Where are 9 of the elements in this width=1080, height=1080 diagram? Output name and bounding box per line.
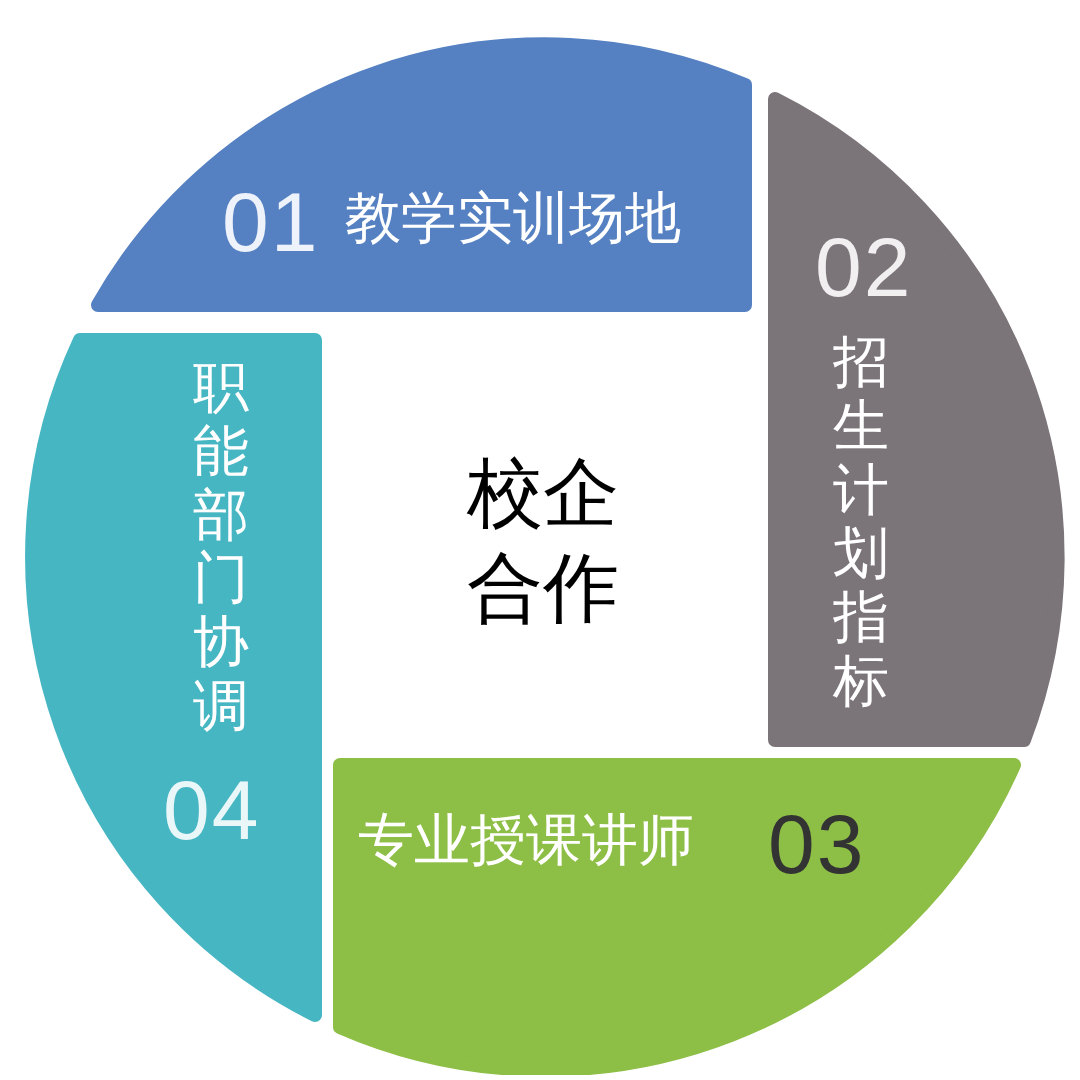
step-number: 04 bbox=[163, 768, 261, 852]
segment-label: 教学实训场地 bbox=[345, 190, 681, 246]
segment-label: 专业授课讲师 bbox=[358, 812, 694, 868]
step-number: 02 bbox=[815, 225, 913, 309]
center-label: 校企合作 bbox=[466, 447, 620, 634]
segment-label: 招生计划指标 bbox=[832, 330, 890, 713]
step-number: 01 bbox=[222, 180, 320, 264]
step-number: 03 bbox=[768, 802, 866, 886]
segment-label: 职能部门协调 bbox=[192, 355, 250, 738]
